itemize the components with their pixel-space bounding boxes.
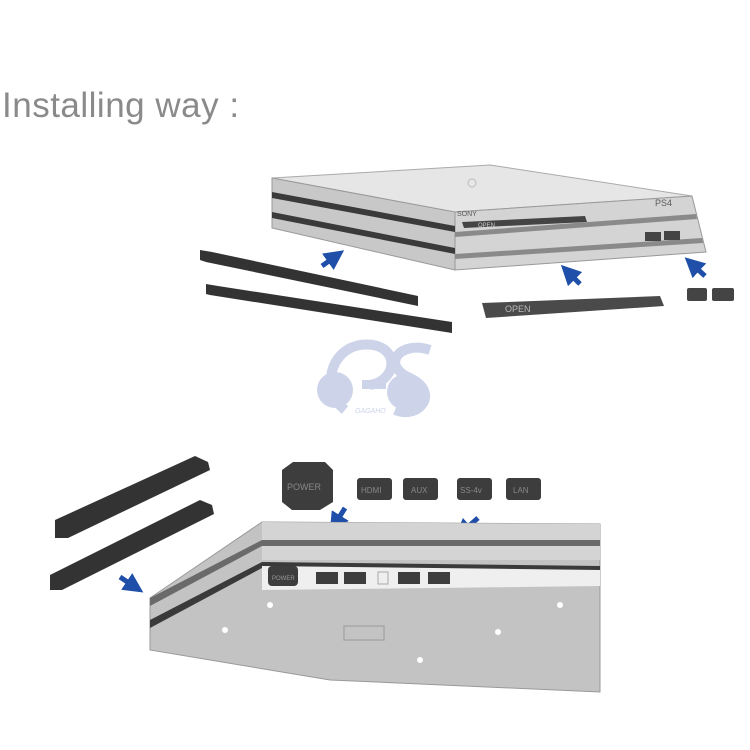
plug-label-lan: LAN bbox=[513, 486, 529, 495]
hdmi-plug bbox=[357, 478, 392, 500]
slot-open-text: OPEN bbox=[478, 223, 495, 229]
aux-plug bbox=[403, 478, 438, 500]
lan-plug bbox=[506, 478, 541, 500]
ss-plug bbox=[457, 478, 492, 500]
watermark-subtext: GAGAHO bbox=[355, 408, 386, 415]
slot-cover bbox=[482, 296, 664, 318]
foam-strip bbox=[206, 284, 452, 333]
port-plug bbox=[712, 288, 734, 301]
port-plugs: POWER HDMI AUX SS-4v LAN bbox=[282, 462, 541, 510]
foam-strip bbox=[55, 456, 210, 538]
power-plug bbox=[282, 462, 333, 510]
watermark-logo: GAGAHO bbox=[317, 339, 432, 417]
ps4-logo-text: PS4 bbox=[655, 198, 672, 208]
ps4-pro-console-bottom: POWER bbox=[149, 521, 601, 693]
foam-strip bbox=[200, 250, 418, 306]
port-plug bbox=[687, 288, 707, 301]
power-port-label: POWER bbox=[272, 576, 295, 582]
sony-brand-text: SONY bbox=[457, 211, 477, 218]
plug-label-power: POWER bbox=[287, 482, 322, 492]
plug-label-ss: SS-4v bbox=[460, 486, 482, 495]
plug-label-aux: AUX bbox=[411, 486, 428, 495]
page-title: Installing way : bbox=[2, 86, 240, 125]
plug-label-hdmi: HDMI bbox=[361, 486, 381, 495]
slot-cover-text: OPEN bbox=[505, 304, 531, 314]
ps4-pro-console-top: SONY PS4 OPEN bbox=[271, 164, 707, 271]
foam-strip bbox=[50, 500, 214, 590]
